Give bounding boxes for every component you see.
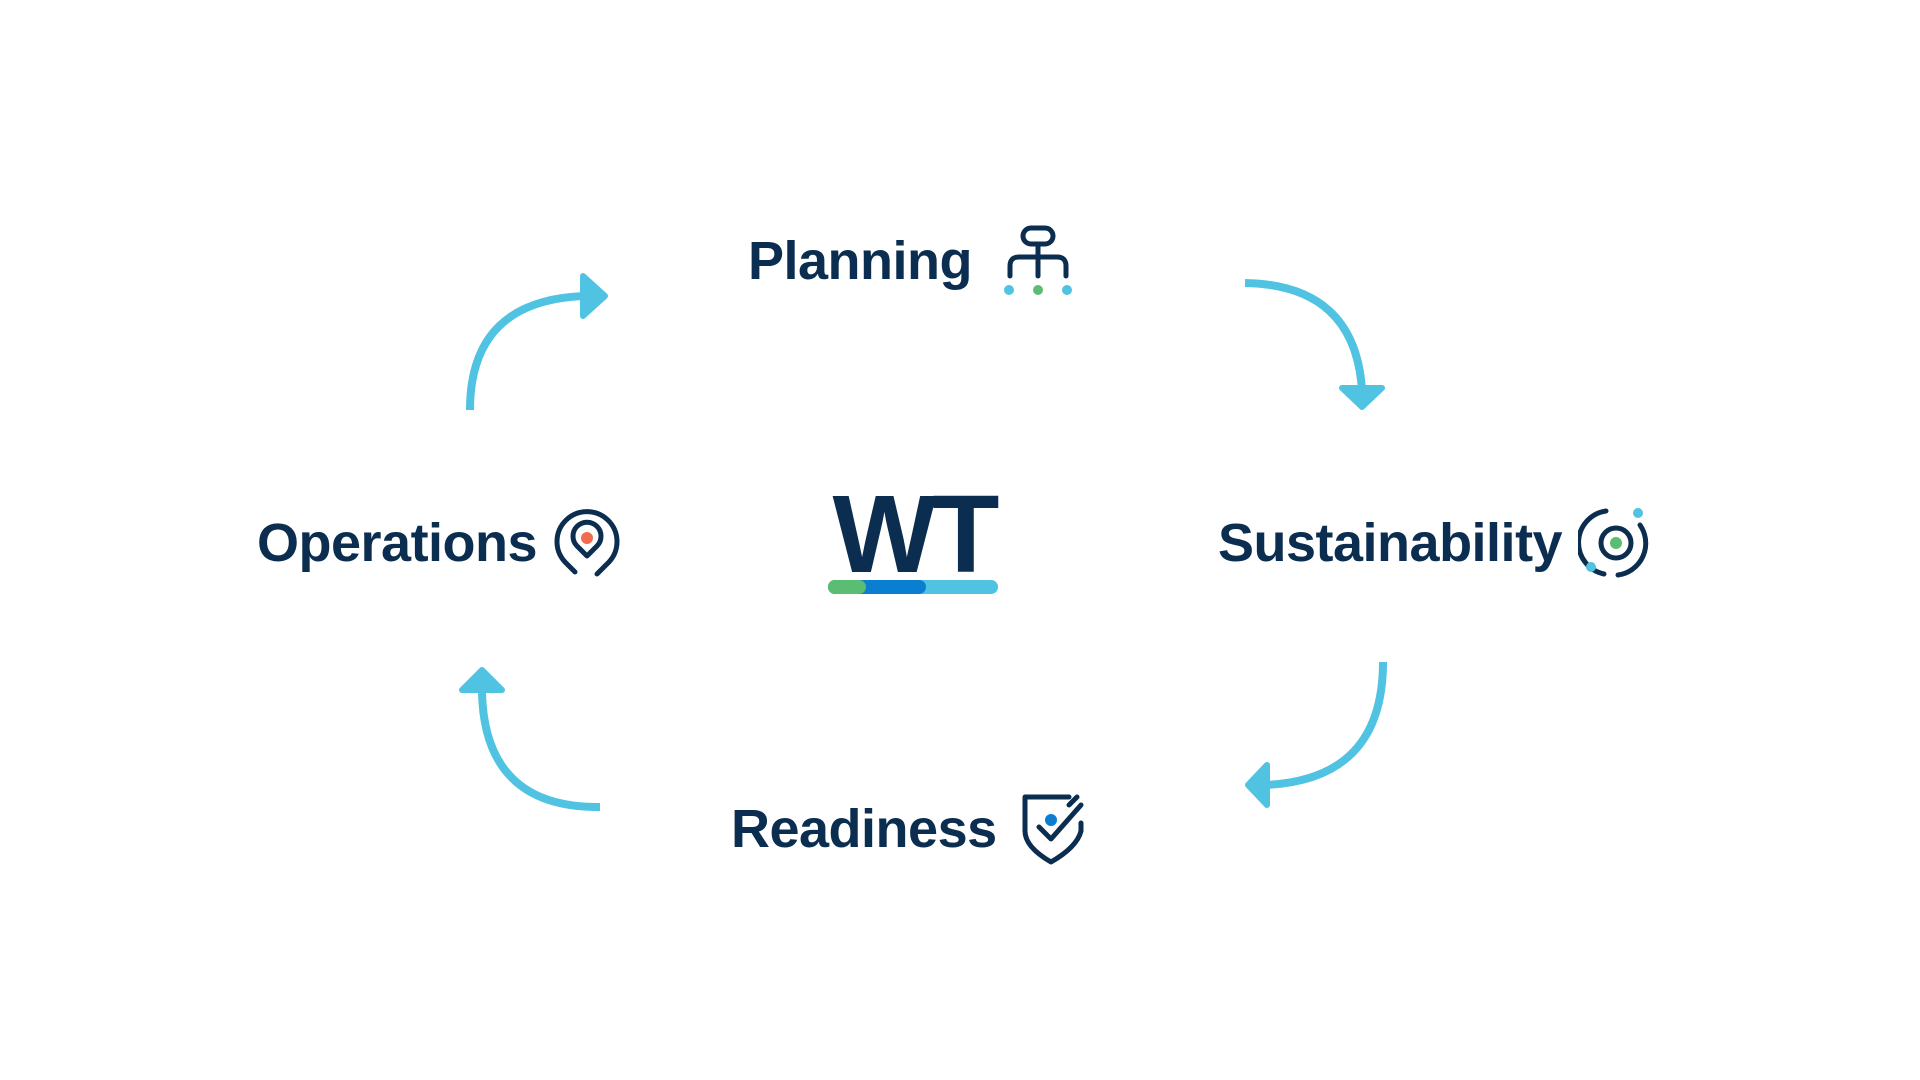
center-logo-bar bbox=[828, 580, 998, 594]
center-logo-text: WT bbox=[832, 473, 999, 596]
arrow-sustainability-to-readiness bbox=[1245, 661, 1387, 808]
node-readiness: Readiness bbox=[731, 793, 1087, 865]
arrow-readiness-to-operations bbox=[459, 667, 601, 812]
org-chart-icon bbox=[1002, 224, 1074, 298]
node-planning: Planning bbox=[748, 224, 1074, 298]
node-sustainability: Sustainability bbox=[1218, 505, 1654, 581]
center-logo: WT bbox=[828, 473, 1000, 596]
node-label-operations: Operations bbox=[257, 513, 538, 573]
node-label-sustainability: Sustainability bbox=[1218, 513, 1563, 573]
node-operations: Operations bbox=[257, 506, 621, 580]
arrow-operations-to-planning bbox=[466, 273, 608, 411]
location-pin-icon bbox=[553, 506, 621, 580]
node-label-readiness: Readiness bbox=[731, 799, 997, 859]
arrow-planning-to-sustainability bbox=[1244, 279, 1385, 410]
node-label-planning: Planning bbox=[748, 231, 973, 291]
shield-check-icon bbox=[1019, 793, 1087, 865]
orbit-target-icon bbox=[1578, 505, 1654, 581]
